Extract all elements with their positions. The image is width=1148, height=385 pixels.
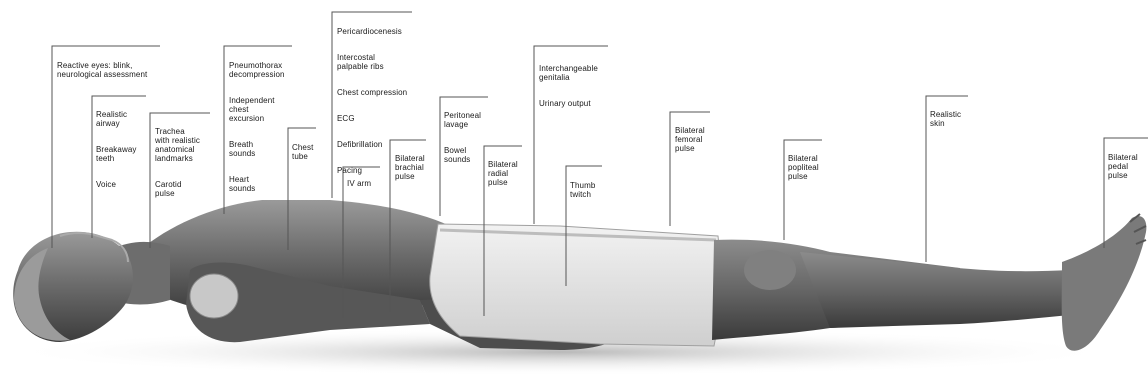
label-realistic-airway: Realistic airway (96, 110, 151, 128)
label-iv-arm: IV arm (347, 170, 387, 205)
text-realistic-skin: Realistic skin (930, 110, 974, 128)
text-thumb-twitch: Thumb twitch (570, 181, 610, 199)
label-femoral-pulse: Bilateral femoral pulse (675, 117, 719, 170)
group-trachea: Trachea with realistic anatomical landma… (155, 118, 225, 215)
group-chest: Pneumothorax decompression Independent c… (229, 52, 297, 210)
label-chest-compression: Chest compression (337, 88, 427, 97)
label-urinary-output: Urinary output (539, 99, 619, 108)
label-chest-tube: Chest tube (292, 134, 328, 178)
label-intercostal-ribs: Intercostal palpable ribs (337, 53, 427, 71)
label-popliteal-pulse: Bilateral popliteal pulse (788, 145, 834, 198)
label-heart-sounds: Heart sounds (229, 175, 297, 193)
group-abdomen: Peritoneal lavage Bowel sounds (444, 102, 492, 181)
label-thumb-twitch: Thumb twitch (570, 172, 610, 216)
label-pericardiocenesis: Pericardiocenesis (337, 27, 427, 36)
text-femoral-pulse: Bilateral femoral pulse (675, 126, 719, 153)
text-pedal-pulse: Bilateral pedal pulse (1108, 153, 1146, 180)
label-realistic-skin: Realistic skin (930, 101, 974, 145)
text-iv-arm: IV arm (347, 179, 387, 188)
label-carotid-pulse: Carotid pulse (155, 180, 225, 198)
label-radial-pulse: Bilateral radial pulse (488, 151, 532, 204)
label-trachea: Trachea with realistic anatomical landma… (155, 127, 225, 163)
label-breath-sounds: Breath sounds (229, 140, 297, 158)
text-popliteal-pulse: Bilateral popliteal pulse (788, 154, 834, 181)
text-reactive-eyes: Reactive eyes: blink, neurological asses… (57, 61, 177, 79)
label-chest-excursion: Independent chest excursion (229, 96, 297, 123)
text-radial-pulse: Bilateral radial pulse (488, 160, 532, 187)
text-chest-tube: Chest tube (292, 143, 328, 161)
label-bowel-sounds: Bowel sounds (444, 146, 492, 164)
label-reactive-eyes: Reactive eyes: blink, neurological asses… (57, 52, 177, 96)
label-ecg: ECG (337, 114, 427, 123)
group-airway: Realistic airway Breakaway teeth Voice (96, 101, 151, 206)
label-genitalia: Interchangeable genitalia (539, 64, 619, 82)
label-pedal-pulse: Bilateral pedal pulse (1108, 144, 1146, 197)
label-breakaway-teeth: Breakaway teeth (96, 145, 151, 163)
label-pneumothorax: Pneumothorax decompression (229, 61, 297, 79)
label-voice: Voice (96, 180, 151, 189)
label-peritoneal-lavage: Peritoneal lavage (444, 111, 492, 129)
group-genitalia: Interchangeable genitalia Urinary output (539, 55, 619, 125)
label-brachial-pulse: Bilateral brachial pulse (395, 145, 439, 198)
text-brachial-pulse: Bilateral brachial pulse (395, 154, 439, 181)
